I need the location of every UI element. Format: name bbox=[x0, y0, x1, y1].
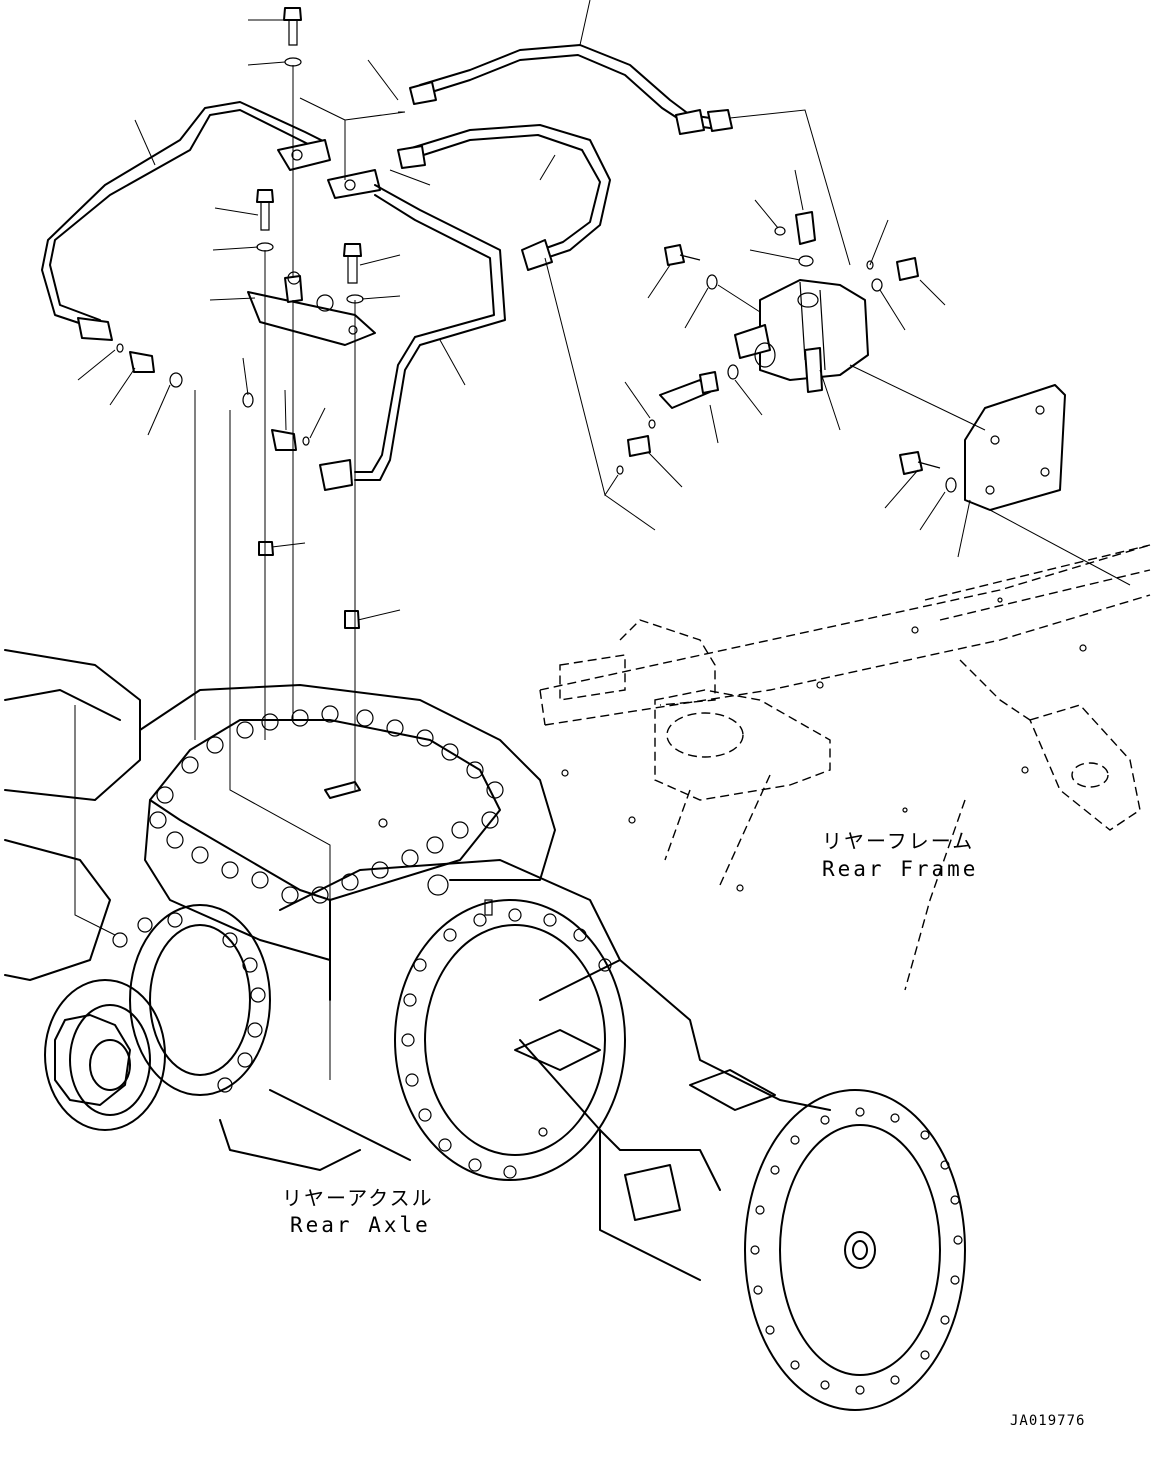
hoses bbox=[397, 44, 733, 271]
rear-frame bbox=[539, 544, 1151, 991]
left-hub bbox=[44, 904, 271, 1131]
rear-axle-label-ja: リヤーアクスル bbox=[282, 1186, 434, 1210]
right-wheel-flange bbox=[744, 1089, 966, 1411]
rear-axle-label-en: Rear Axle bbox=[290, 1213, 431, 1237]
leader-lines bbox=[77, 0, 1131, 621]
cover-bolts bbox=[149, 705, 504, 904]
rear-axle bbox=[4, 649, 966, 1411]
rear-frame-label-en: Rear Frame bbox=[822, 857, 978, 881]
left-tube-assembly bbox=[41, 7, 506, 629]
pump-assembly bbox=[616, 211, 1066, 511]
drawing-code: JA019776 bbox=[1010, 1413, 1085, 1429]
center-lines bbox=[74, 65, 356, 1080]
right-flange bbox=[394, 899, 626, 1181]
rear-frame-label-ja: リヤーフレーム bbox=[822, 829, 974, 853]
